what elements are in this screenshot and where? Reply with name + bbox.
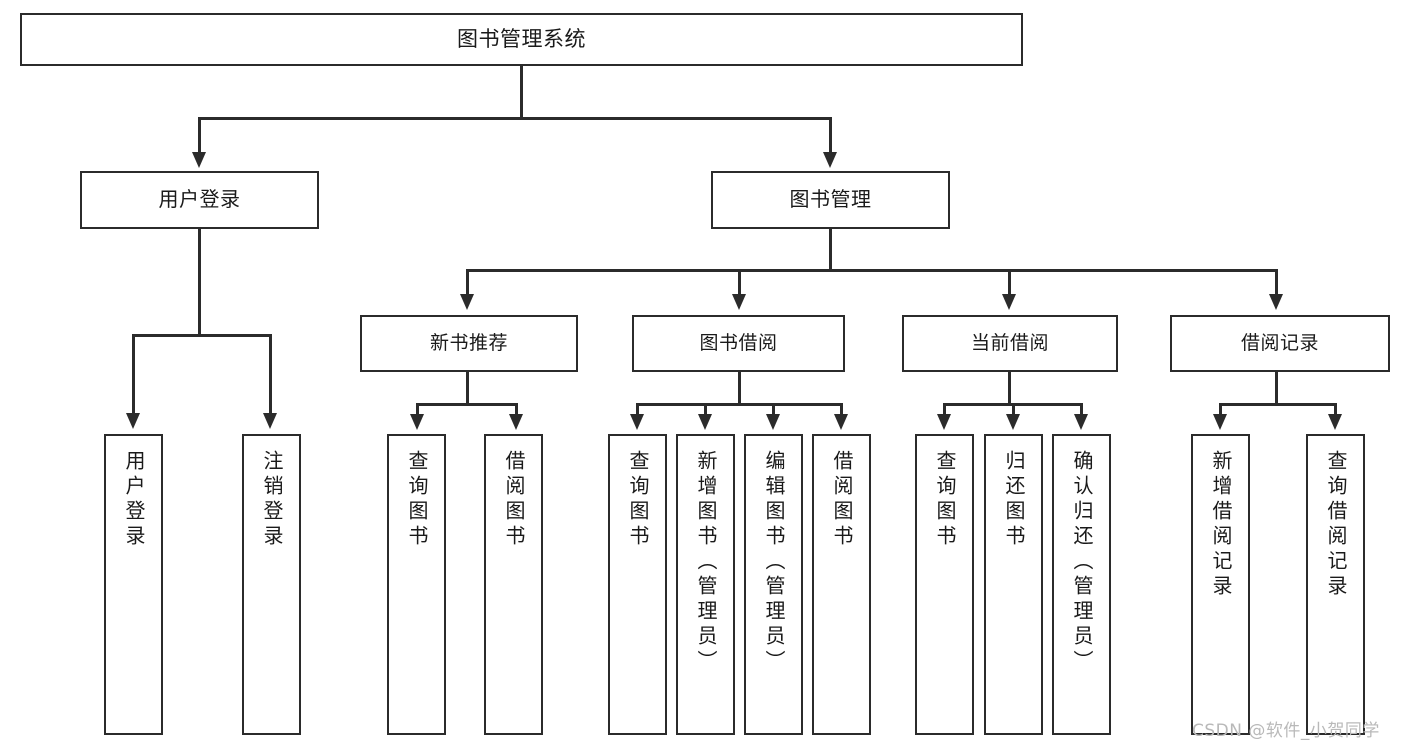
connector-borrow-record-to-leaf-1 — [1219, 403, 1222, 417]
arrow-root-to-book-manage — [823, 152, 837, 168]
connector-book-borrow-to-leaf-4 — [840, 403, 843, 417]
node-new-book-recommend[interactable]: 新书推荐 — [360, 315, 578, 372]
node-leaf-return-book[interactable]: 归还图书 — [984, 434, 1043, 735]
node-leaf-user-login[interactable]: 用户登录 — [104, 434, 163, 735]
connector-current-borrow-to-leaf-1 — [943, 403, 946, 417]
arrow-current-borrow-to-leaf-1 — [937, 414, 951, 430]
node-leaf-query-book-1[interactable]: 查询图书 — [387, 434, 446, 735]
node-leaf-edit-book-label: 编辑图书（管理员） — [762, 450, 786, 675]
connector-new-book-bar — [416, 403, 517, 406]
arrow-book-manage-to-current-borrow — [1002, 294, 1016, 310]
connector-root-to-book-manage — [829, 117, 832, 155]
node-leaf-add-record[interactable]: 新增借阅记录 — [1191, 434, 1250, 735]
node-book-borrow[interactable]: 图书借阅 — [632, 315, 845, 372]
connector-book-manage-to-current-borrow — [1008, 269, 1011, 296]
connector-current-borrow-stem — [1008, 372, 1011, 405]
arrow-user-login-to-leaf-1 — [126, 413, 140, 429]
node-new-book-recommend-label: 新书推荐 — [429, 332, 508, 355]
connector-new-book-to-leaf-1 — [416, 403, 419, 417]
node-leaf-logout-label: 注销登录 — [260, 450, 284, 550]
node-leaf-borrow-book-1[interactable]: 借阅图书 — [484, 434, 543, 735]
node-leaf-query-book-3-label: 查询图书 — [933, 450, 957, 550]
connector-current-borrow-to-leaf-3 — [1080, 403, 1083, 417]
connector-book-manage-bar — [466, 269, 1277, 272]
connector-new-book-to-leaf-2 — [515, 403, 518, 417]
node-leaf-query-book-3[interactable]: 查询图书 — [915, 434, 974, 735]
arrow-book-manage-to-book-borrow — [732, 294, 746, 310]
node-leaf-user-login-label: 用户登录 — [122, 450, 146, 550]
node-current-borrow-label: 当前借阅 — [970, 332, 1049, 355]
node-leaf-borrow-book-1-label: 借阅图书 — [502, 450, 526, 550]
connector-root-to-user-login — [198, 117, 201, 155]
node-leaf-query-record-label: 查询借阅记录 — [1324, 450, 1348, 600]
node-leaf-borrow-book-2-label: 借阅图书 — [830, 450, 854, 550]
connector-borrow-record-bar — [1219, 403, 1336, 406]
node-leaf-confirm-return-label: 确认归还（管理员） — [1070, 450, 1094, 675]
node-root-label: 图书管理系统 — [457, 27, 586, 52]
node-book-manage-label: 图书管理 — [789, 187, 872, 212]
csdn-watermark: CSDN @软件_小贺同学 — [1192, 721, 1380, 741]
connector-book-manage-stem — [829, 229, 832, 271]
connector-borrow-record-to-leaf-2 — [1334, 403, 1337, 417]
arrow-borrow-record-to-leaf-1 — [1213, 414, 1227, 430]
connector-current-borrow-to-leaf-2 — [1012, 403, 1015, 417]
node-leaf-query-book-2-label: 查询图书 — [626, 450, 650, 550]
connector-book-borrow-to-leaf-1 — [636, 403, 639, 417]
connector-book-manage-to-new-book — [466, 269, 469, 296]
node-leaf-confirm-return[interactable]: 确认归还（管理员） — [1052, 434, 1111, 735]
connector-user-login-to-leaf-2 — [269, 334, 272, 416]
connector-new-book-stem — [466, 372, 469, 405]
node-leaf-query-record[interactable]: 查询借阅记录 — [1306, 434, 1365, 735]
node-leaf-logout[interactable]: 注销登录 — [242, 434, 301, 735]
arrow-book-borrow-to-leaf-3 — [766, 414, 780, 430]
arrow-current-borrow-to-leaf-3 — [1074, 414, 1088, 430]
connector-book-manage-to-borrow-record — [1275, 269, 1278, 296]
arrow-current-borrow-to-leaf-2 — [1006, 414, 1020, 430]
connector-book-borrow-to-leaf-3 — [772, 403, 775, 417]
node-current-borrow[interactable]: 当前借阅 — [902, 315, 1118, 372]
connector-book-borrow-to-leaf-2 — [704, 403, 707, 417]
connector-book-borrow-bar — [636, 403, 842, 406]
node-book-manage[interactable]: 图书管理 — [711, 171, 950, 229]
connector-book-manage-to-book-borrow — [738, 269, 741, 296]
node-leaf-add-book-label: 新增图书（管理员） — [694, 450, 718, 675]
arrow-new-book-to-leaf-1 — [410, 414, 424, 430]
connector-book-borrow-stem — [738, 372, 741, 405]
node-root[interactable]: 图书管理系统 — [20, 13, 1023, 66]
arrow-book-manage-to-new-book — [460, 294, 474, 310]
node-leaf-add-record-label: 新增借阅记录 — [1209, 450, 1233, 600]
connector-user-login-stem — [198, 229, 201, 336]
connector-root-stem — [520, 66, 523, 119]
arrow-book-borrow-to-leaf-4 — [834, 414, 848, 430]
arrow-book-manage-to-borrow-record — [1269, 294, 1283, 310]
arrow-user-login-to-leaf-2 — [263, 413, 277, 429]
node-leaf-add-book[interactable]: 新增图书（管理员） — [676, 434, 735, 735]
node-book-borrow-label: 图书借阅 — [699, 332, 778, 355]
arrow-new-book-to-leaf-2 — [509, 414, 523, 430]
arrow-root-to-user-login — [192, 152, 206, 168]
connector-user-login-to-leaf-1 — [132, 334, 135, 416]
arrow-borrow-record-to-leaf-2 — [1328, 414, 1342, 430]
connector-borrow-record-stem — [1275, 372, 1278, 405]
node-borrow-record-label: 借阅记录 — [1240, 332, 1319, 355]
node-user-login[interactable]: 用户登录 — [80, 171, 319, 229]
arrow-book-borrow-to-leaf-1 — [630, 414, 644, 430]
node-leaf-query-book-2[interactable]: 查询图书 — [608, 434, 667, 735]
node-leaf-edit-book[interactable]: 编辑图书（管理员） — [744, 434, 803, 735]
connector-root-bar — [198, 117, 831, 120]
node-user-login-label: 用户登录 — [158, 187, 241, 212]
arrow-book-borrow-to-leaf-2 — [698, 414, 712, 430]
node-leaf-return-book-label: 归还图书 — [1002, 450, 1026, 550]
node-leaf-query-book-1-label: 查询图书 — [405, 450, 429, 550]
node-borrow-record[interactable]: 借阅记录 — [1170, 315, 1390, 372]
node-leaf-borrow-book-2[interactable]: 借阅图书 — [812, 434, 871, 735]
connector-user-login-bar — [132, 334, 271, 337]
